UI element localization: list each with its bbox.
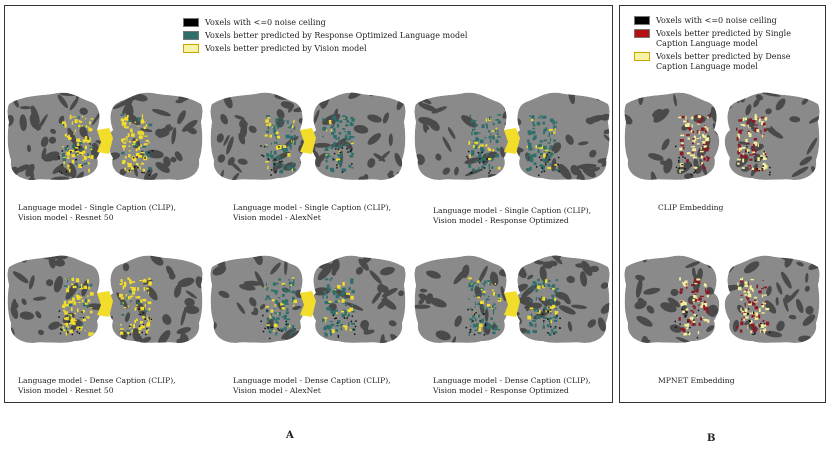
legend-label: Voxels better predicted by Response Opti… [205,31,468,40]
caption-line: Language model - Dense Caption (CLIP), [233,376,391,385]
legend-label: Voxels with <=0 noise ceiling [656,16,777,25]
caption-a6: Language model - Dense Caption (CLIP), V… [433,376,623,396]
caption-line: Vision model - AlexNet [233,213,321,222]
caption-a3: Language model - Single Caption (CLIP), … [433,206,623,226]
brain-map-a2 [208,90,408,186]
caption-line: Language model - Dense Caption (CLIP), [433,376,591,385]
legend-b: Voxels with <=0 noise ceiling Voxels bet… [634,16,824,75]
brain-map-b2 [622,253,822,349]
caption-line: Vision model - Response Optimized [433,386,569,395]
brain-map-a6 [412,253,612,349]
caption-line: Language model - Single Caption (CLIP), [233,203,392,212]
caption-a4: Language model - Dense Caption (CLIP), V… [18,376,208,396]
caption-line: MPNET Embedding [658,376,735,385]
caption-line: Language model - Dense Caption (CLIP), [18,376,176,385]
figure-label-b: B [707,433,716,444]
legend-item-dense: Voxels better predicted by Dense Caption… [634,52,824,72]
caption-line: CLIP Embedding [658,203,724,212]
legend-label: Voxels better predicted by Single Captio… [656,29,791,48]
legend-item-vision: Voxels better predicted by Vision model [183,44,483,54]
legend-item-noise: Voxels with <=0 noise ceiling [183,18,483,28]
swatch-teal [183,31,199,40]
caption-line: Language model - Single Caption (CLIP), [18,203,177,212]
brain-map-a1 [5,90,205,186]
legend-a: Voxels with <=0 noise ceiling Voxels bet… [183,18,483,57]
legend-label: Voxels better predicted by Vision model [205,44,367,53]
caption-line: Vision model - Resnet 50 [18,386,114,395]
brain-map-a3 [412,90,612,186]
swatch-red [634,29,650,38]
caption-line: Vision model - Response Optimized [433,216,569,225]
swatch-yellow [183,44,199,53]
brain-map-b1 [622,90,822,186]
caption-a5: Language model - Dense Caption (CLIP), V… [233,376,423,396]
legend-item-noise: Voxels with <=0 noise ceiling [634,16,824,26]
caption-line: Vision model - Resnet 50 [18,213,114,222]
caption-a2: Language model - Single Caption (CLIP), … [233,203,423,223]
legend-label: Voxels with <=0 noise ceiling [205,18,326,27]
figure-label-a: A [286,430,294,441]
brain-map-a5 [208,253,408,349]
caption-b2: MPNET Embedding [658,376,830,386]
caption-line: Language model - Single Caption (CLIP), [433,206,592,215]
swatch-black [183,18,199,27]
caption-b1: CLIP Embedding [658,203,830,213]
legend-label: Voxels better predicted by Dense Caption… [656,52,791,71]
swatch-black [634,16,650,25]
brain-map-a4 [5,253,205,349]
swatch-pale-yellow [634,52,650,61]
legend-item-language: Voxels better predicted by Response Opti… [183,31,483,41]
panel-a: Voxels with <=0 noise ceiling Voxels bet… [4,5,613,403]
caption-line: Vision model - AlexNet [233,386,321,395]
legend-item-single: Voxels better predicted by Single Captio… [634,29,824,49]
caption-a1: Language model - Single Caption (CLIP), … [18,203,208,223]
